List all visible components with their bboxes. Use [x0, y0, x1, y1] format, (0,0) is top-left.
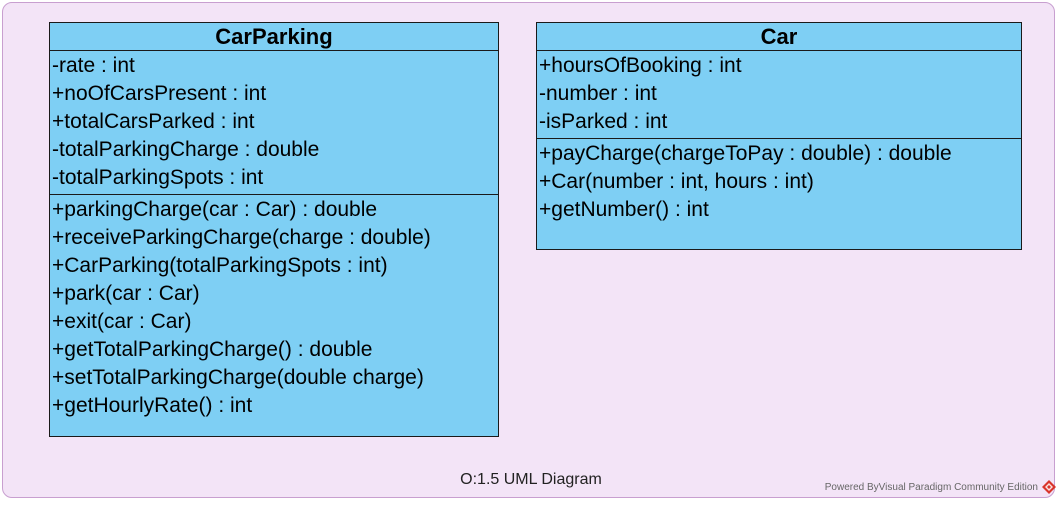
operation-item: +setTotalParkingCharge(double charge) — [52, 366, 424, 389]
operation-item: +getHourlyRate() : int — [52, 394, 253, 417]
class-name: Car — [537, 23, 1021, 51]
operation-item: +exit(car : Car) — [52, 310, 192, 333]
operations-compartment: +parkingCharge(car : Car) : double +rece… — [50, 195, 498, 422]
operation-item: +receiveParkingCharge(charge : double) — [52, 226, 431, 249]
attribute-item: -rate : int — [52, 54, 135, 77]
attribute-item: +hoursOfBooking : int — [539, 54, 742, 77]
attribute-item: +totalCarsParked : int — [52, 110, 255, 133]
operation-item: +CarParking(totalParkingSpots : int) — [52, 254, 388, 277]
class-car[interactable]: Car +hoursOfBooking : int -number : int … — [536, 22, 1022, 250]
powered-by-label: Powered ByVisual Paradigm Community Edit… — [824, 482, 1038, 493]
operation-item: +park(car : Car) — [52, 282, 200, 305]
attribute-item: -totalParkingSpots : int — [52, 166, 264, 189]
class-carparking[interactable]: CarParking -rate : int +noOfCarsPresent … — [49, 22, 499, 437]
attribute-item: -totalParkingCharge : double — [52, 138, 320, 161]
operation-item: +Car(number : int, hours : int) — [539, 170, 814, 193]
attributes-compartment: -rate : int +noOfCarsPresent : int +tota… — [50, 51, 498, 195]
operation-item: +getTotalParkingCharge() : double — [52, 338, 373, 361]
attribute-item: -number : int — [539, 82, 657, 105]
operation-item: +parkingCharge(car : Car) : double — [52, 198, 378, 221]
operations-compartment: +payCharge(chargeToPay : double) : doubl… — [537, 139, 1021, 226]
operation-item: +payCharge(chargeToPay : double) : doubl… — [539, 142, 952, 165]
attribute-item: +noOfCarsPresent : int — [52, 82, 267, 105]
attribute-item: -isParked : int — [539, 110, 668, 133]
operation-item: +getNumber() : int — [539, 198, 709, 221]
class-name: CarParking — [50, 23, 498, 51]
visual-paradigm-logo-icon — [1042, 480, 1056, 494]
attributes-compartment: +hoursOfBooking : int -number : int -isP… — [537, 51, 1021, 139]
diagram-title: O:1.5 UML Diagram — [460, 471, 602, 488]
